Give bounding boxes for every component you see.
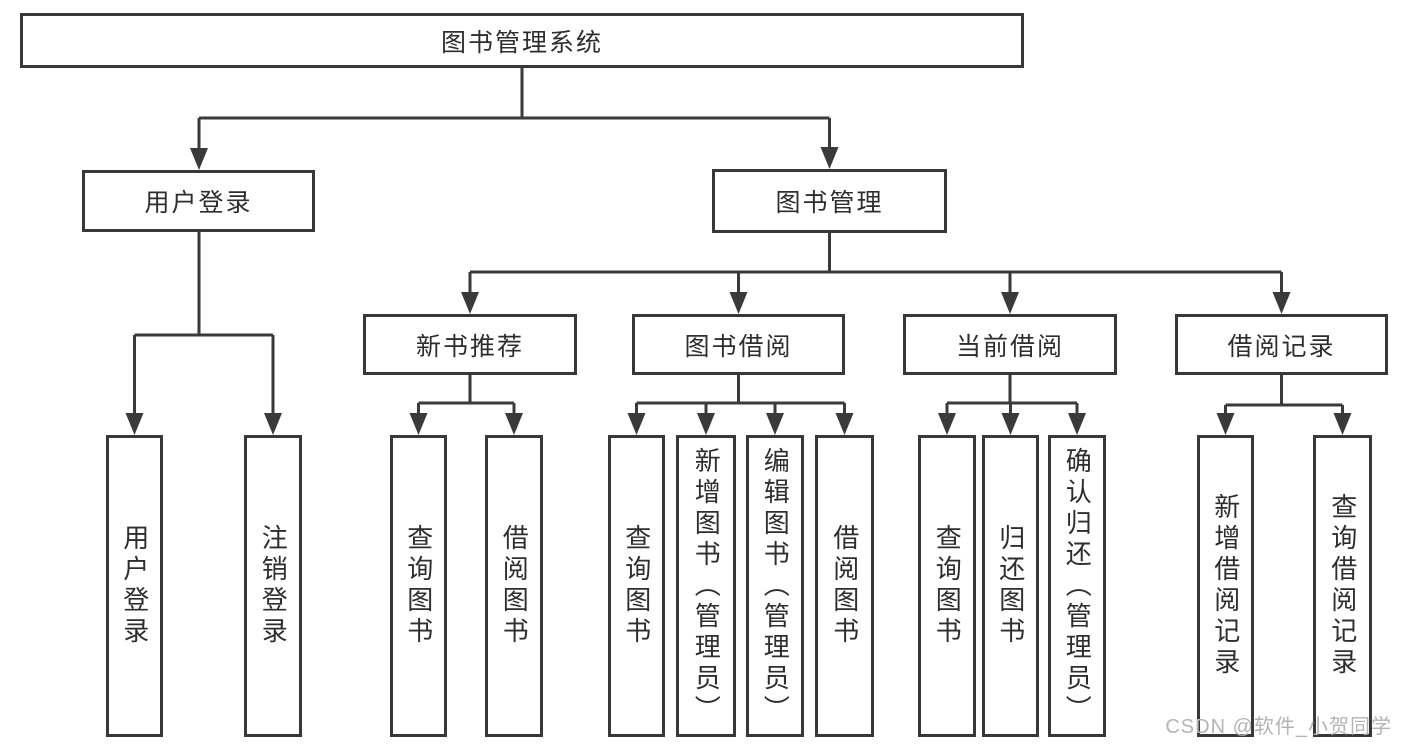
leaf-add-book-admin-label: 新增图书（管理员） [691, 446, 722, 726]
leaf-return-books: 归还图书 [982, 435, 1039, 737]
leaf-edit-book-admin-label: 编辑图书（管理员） [760, 446, 791, 726]
node-user-login: 用户登录 [82, 170, 315, 232]
leaf-logout: 注销登录 [244, 435, 302, 737]
node-book-borrowing: 图书借阅 [632, 314, 845, 375]
leaf-borrow-books: 借阅图书 [815, 435, 874, 737]
leaf-borrow-books-recommend-label: 借阅图书 [499, 524, 530, 648]
leaf-query-books-borrow-label: 查询图书 [621, 524, 652, 648]
node-current-borrowing: 当前借阅 [903, 314, 1117, 375]
leaf-user-login-label: 用户登录 [119, 524, 150, 648]
leaf-confirm-return-admin: 确认归还（管理员） [1048, 435, 1106, 737]
leaf-return-books-label: 归还图书 [995, 524, 1026, 648]
leaf-confirm-return-admin-label: 确认归还（管理员） [1062, 446, 1093, 726]
csdn-watermark: CSDN @软件_小贺同学 [1165, 716, 1392, 738]
leaf-logout-label: 注销登录 [258, 524, 289, 648]
node-new-book-recommendation-label: 新书推荐 [415, 332, 524, 361]
node-new-book-recommendation: 新书推荐 [363, 314, 577, 375]
node-borrowing-records: 借阅记录 [1175, 314, 1388, 375]
leaf-query-borrow-record-label: 查询借阅记录 [1327, 493, 1358, 679]
node-borrowing-records-label: 借阅记录 [1227, 332, 1336, 361]
node-user-login-label: 用户登录 [144, 189, 253, 217]
leaf-query-books-recommend-label: 查询图书 [403, 524, 434, 648]
leaf-query-books-current: 查询图书 [918, 435, 976, 737]
leaf-query-books-borrow: 查询图书 [608, 435, 665, 737]
node-book-management-label: 图书管理 [775, 189, 884, 217]
leaf-add-book-admin: 新增图书（管理员） [676, 435, 736, 737]
leaf-user-login: 用户登录 [106, 435, 163, 737]
node-current-borrowing-label: 当前借阅 [955, 332, 1064, 361]
node-library-management-system: 图书管理系统 [20, 13, 1024, 68]
leaf-query-books-recommend: 查询图书 [390, 435, 447, 737]
node-book-management: 图书管理 [712, 169, 947, 233]
leaf-query-borrow-record: 查询借阅记录 [1313, 435, 1372, 737]
node-book-borrowing-label: 图书借阅 [684, 332, 793, 361]
leaf-query-books-current-label: 查询图书 [932, 524, 963, 648]
node-library-management-system-label: 图书管理系统 [440, 28, 603, 57]
leaf-add-borrow-record: 新增借阅记录 [1197, 435, 1254, 737]
leaf-add-borrow-record-label: 新增借阅记录 [1210, 493, 1241, 679]
leaf-edit-book-admin: 编辑图书（管理员） [746, 435, 804, 737]
leaf-borrow-books-label: 借阅图书 [829, 524, 860, 648]
leaf-borrow-books-recommend: 借阅图书 [485, 435, 543, 737]
